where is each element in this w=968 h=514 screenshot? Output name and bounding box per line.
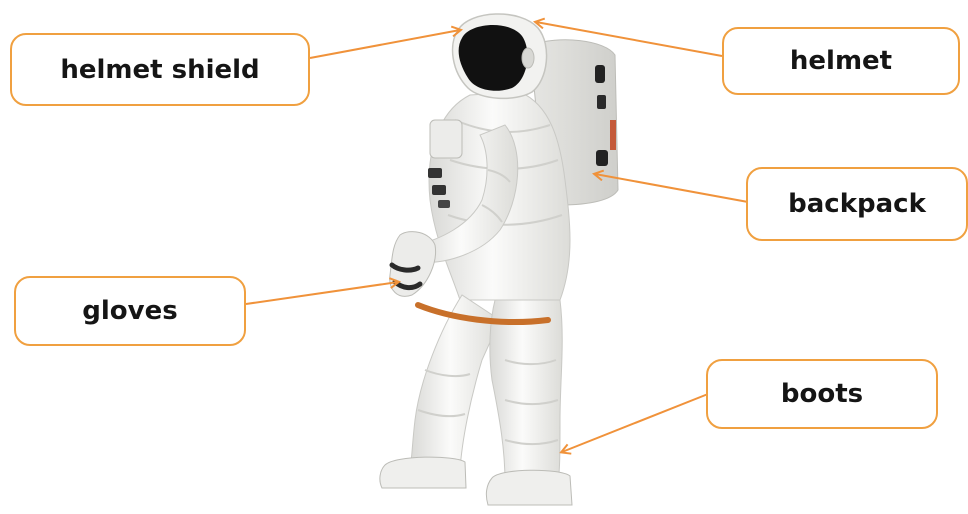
gloves-shape bbox=[389, 231, 437, 297]
legs-shape bbox=[409, 294, 563, 483]
label-gloves: gloves bbox=[14, 276, 246, 346]
label-helmet-shield: helmet shield bbox=[10, 33, 310, 106]
label-helmet: helmet bbox=[722, 27, 960, 95]
arrow-helmet bbox=[536, 22, 723, 57]
arrow-backpack bbox=[595, 174, 749, 203]
visor-shape bbox=[458, 24, 528, 91]
arrow-helmet-shield bbox=[309, 30, 460, 59]
arrow-boots bbox=[562, 393, 709, 452]
label-backpack: backpack bbox=[746, 167, 968, 241]
label-boots: boots bbox=[706, 359, 938, 429]
arrow-gloves bbox=[245, 282, 398, 305]
helmet-shape bbox=[451, 13, 548, 100]
boots-shape bbox=[379, 456, 573, 506]
